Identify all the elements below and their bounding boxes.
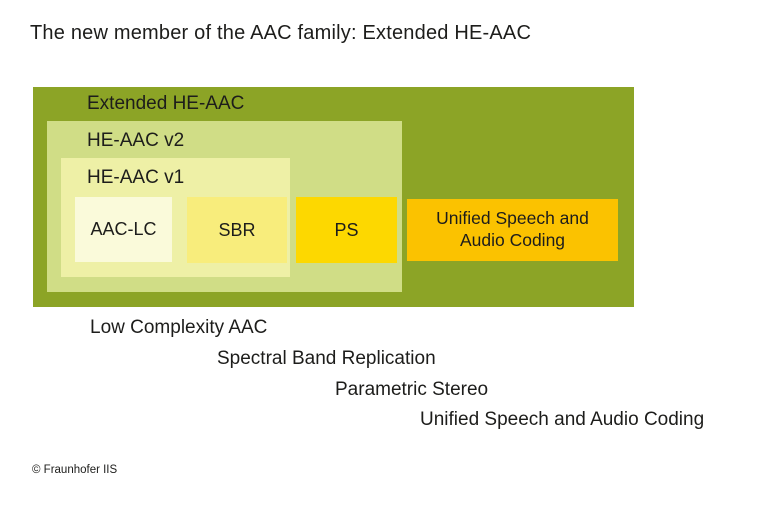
legend-spectral-band-replication: Spectral Band Replication <box>217 348 436 369</box>
sbr-box: SBR <box>187 197 287 263</box>
he-aac-v2-box: HE-AAC v2 HE-AAC v1 AAC-LC SBR PS <box>47 121 402 292</box>
usac-box: Unified Speech and Audio Coding <box>407 199 618 261</box>
ps-box: PS <box>296 197 397 263</box>
copyright-notice: © Fraunhofer IIS <box>32 464 118 476</box>
page-title: The new member of the AAC family: Extend… <box>30 22 532 44</box>
extended-he-aac-label: Extended HE-AAC <box>87 93 245 114</box>
he-aac-v2-label: HE-AAC v2 <box>87 130 185 151</box>
extended-he-aac-box: Extended HE-AAC HE-AAC v2 HE-AAC v1 AAC-… <box>33 87 634 307</box>
aac-lc-box: AAC-LC <box>75 197 172 262</box>
legend-low-complexity-aac: Low Complexity AAC <box>90 317 268 338</box>
legend-unified-speech-audio-coding: Unified Speech and Audio Coding <box>420 409 705 430</box>
he-aac-v1-label: HE-AAC v1 <box>87 167 185 188</box>
legend-parametric-stereo: Parametric Stereo <box>335 379 489 400</box>
he-aac-v1-box: HE-AAC v1 AAC-LC SBR <box>61 158 290 277</box>
